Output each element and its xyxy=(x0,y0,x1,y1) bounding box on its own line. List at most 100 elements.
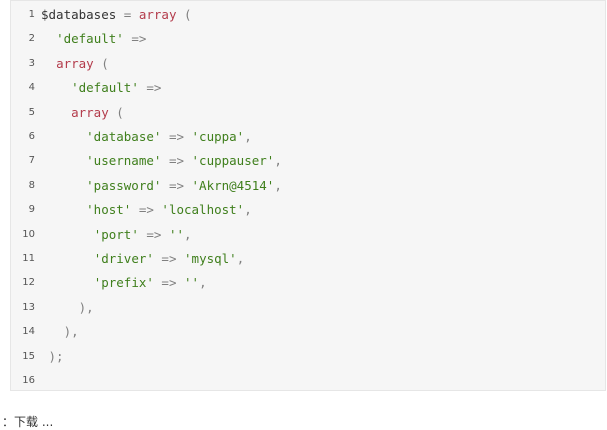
line-number: 1 xyxy=(28,9,35,20)
code-text: 'driver' => 'mysql', xyxy=(41,247,245,271)
code-token: 'prefix' xyxy=(93,275,154,291)
code-line: 3 array ( xyxy=(11,52,605,76)
code-line: 8 'password' => 'Akrn@4514', xyxy=(11,174,605,198)
code-indent xyxy=(41,129,86,144)
line-number: 8 xyxy=(28,179,35,191)
code-indent xyxy=(41,80,71,95)
line-number: 4 xyxy=(28,82,35,94)
code-token: , xyxy=(274,177,282,193)
code-text: 'host' => 'localhost', xyxy=(41,198,252,222)
code-token: ( xyxy=(93,55,109,71)
code-token: , xyxy=(244,129,252,144)
code-line: 2 'default' => xyxy=(11,27,605,51)
line-number: 10 xyxy=(22,228,35,240)
code-token: 'port' xyxy=(93,226,139,242)
footer-partial-text: ：下载 ... xyxy=(2,415,54,429)
code-indent xyxy=(41,153,86,168)
code-line: 11 'driver' => 'mysql', xyxy=(11,247,605,271)
code-text: ), xyxy=(41,320,79,344)
code-token: '' xyxy=(168,226,185,242)
code-token: ( xyxy=(108,104,124,120)
code-indent xyxy=(41,251,94,266)
code-indent xyxy=(41,227,94,242)
code-token: => xyxy=(138,80,162,96)
code-text: ); xyxy=(41,345,64,369)
code-token: '' xyxy=(184,275,200,291)
code-line: 4 'default' => xyxy=(11,76,605,100)
line-number: 5 xyxy=(28,106,35,118)
code-indent xyxy=(41,31,56,46)
code-line: 16 xyxy=(11,369,605,390)
code-token: => xyxy=(153,251,185,266)
code-text: array ( xyxy=(41,101,124,125)
code-indent xyxy=(41,275,94,290)
code-text: 'default' => xyxy=(41,76,161,100)
line-number: 15 xyxy=(22,350,35,362)
code-token: array xyxy=(138,7,177,22)
code-token: , xyxy=(184,226,192,242)
code-token: => xyxy=(161,153,192,169)
code-token: => xyxy=(161,177,192,193)
code-line: 1 $databases = array ( xyxy=(11,3,605,27)
line-number: 3 xyxy=(28,57,35,69)
code-token: 'Akrn@4514' xyxy=(191,177,275,193)
line-number: 7 xyxy=(28,155,35,167)
code-indent xyxy=(41,105,71,120)
line-number: 16 xyxy=(22,375,35,386)
code-line: 13 ), xyxy=(11,296,605,320)
code-token: , xyxy=(274,153,282,169)
code-token: 'host' xyxy=(86,202,132,218)
code-token: => xyxy=(161,129,192,144)
code-token: => xyxy=(153,275,185,291)
code-indent xyxy=(41,202,86,217)
line-number: 12 xyxy=(22,277,35,289)
code-token: => xyxy=(131,202,162,218)
code-text: 'password' => 'Akrn@4514', xyxy=(41,174,282,198)
code-token: 'default' xyxy=(56,31,124,47)
code-token: 'cuppa' xyxy=(191,129,245,144)
code-token: 'default' xyxy=(71,80,139,96)
code-token: 'username' xyxy=(86,153,162,169)
code-token: ), xyxy=(63,324,79,340)
code-token: 'driver' xyxy=(93,251,154,266)
code-token: ), xyxy=(78,299,94,315)
line-number: 14 xyxy=(22,326,35,338)
code-line: 10 'port' => '', xyxy=(11,223,605,247)
code-token: 'localhost' xyxy=(161,202,245,218)
code-text: 'database' => 'cuppa', xyxy=(41,125,252,149)
code-text: $databases = array ( xyxy=(41,3,192,27)
code-indent xyxy=(41,56,56,71)
code-token: 'cuppauser' xyxy=(191,153,275,169)
line-number: 2 xyxy=(28,33,35,45)
code-token: , xyxy=(244,202,252,218)
code-line: 6 'database' => 'cuppa', xyxy=(11,125,605,149)
code-token: ( xyxy=(176,7,192,22)
line-number: 9 xyxy=(28,204,35,216)
code-token: , xyxy=(199,275,207,291)
code-text: 'username' => 'cuppauser', xyxy=(41,149,282,173)
code-text: ), xyxy=(41,296,94,320)
code-token: 'password' xyxy=(86,177,162,193)
code-token: => xyxy=(123,31,147,47)
code-line: 5 array ( xyxy=(11,101,605,125)
code-indent xyxy=(41,349,49,364)
line-number: 6 xyxy=(28,131,35,142)
line-number: 13 xyxy=(22,301,35,313)
code-text: 'port' => '', xyxy=(41,223,192,247)
code-token: , xyxy=(236,251,245,266)
code-block: 1$databases = array (2 'default' =>3 arr… xyxy=(10,0,606,391)
code-indent xyxy=(41,300,79,315)
code-line: 7 'username' => 'cuppauser', xyxy=(11,149,605,173)
code-token: array xyxy=(56,55,94,71)
code-indent xyxy=(41,324,64,339)
code-line: 12 'prefix' => '', xyxy=(11,271,605,295)
code-token: array xyxy=(71,104,109,120)
line-number: 11 xyxy=(22,253,35,264)
code-text: array ( xyxy=(41,52,109,76)
code-line: 14 ), xyxy=(11,320,605,344)
code-token: = xyxy=(116,7,139,22)
code-text: 'default' => xyxy=(41,27,146,51)
code-token: 'database' xyxy=(86,129,162,144)
code-token: 'mysql' xyxy=(184,251,237,266)
code-indent xyxy=(41,178,86,193)
